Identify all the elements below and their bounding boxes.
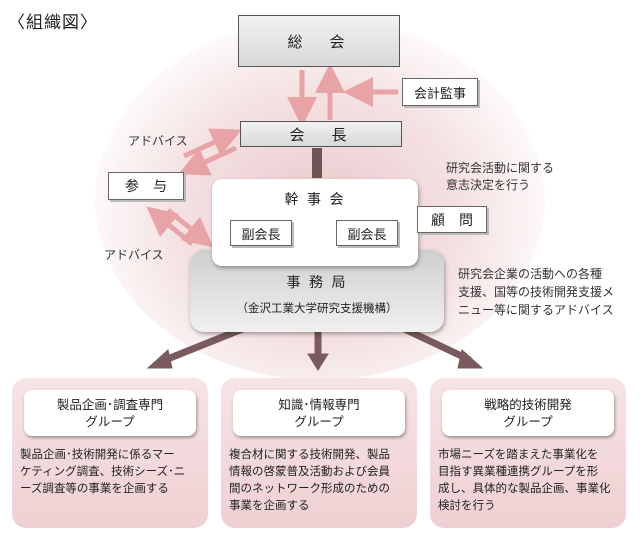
group-title-line: 戦略的技術開発 [484, 397, 572, 412]
support-note-line: 支援、国等の技術開発支援メ [458, 285, 615, 299]
group-description-line: ケティング調査、技術シーズ･ニ [20, 464, 186, 478]
chairman-box: 会 長 [240, 121, 402, 147]
support-note-line: 研究会企業の活動への各種 [458, 267, 603, 281]
executive-committee-box: 幹 事 会 副会長 副会長 [212, 179, 418, 266]
group-description-line: 間のネットワーク形成のための [229, 481, 390, 495]
group-description-line: 検討を行う [438, 498, 496, 512]
group-title-line: 製品企画･調査専門 [56, 397, 164, 412]
support-note-line: ニュー等に関するアドバイス [458, 303, 614, 317]
vice-chair-left-label: 副会長 [241, 227, 281, 243]
group-title-line: 知識･情報専門 [278, 397, 360, 412]
group-description-line: ーズ調査等の事業を企画する [20, 481, 169, 495]
group-panel-strategic-tech: 戦略的技術開発 グループ 市場ニーズを踏まえた事業化を 目指す異業種連携グループ… [430, 378, 626, 528]
group-description-line: 製品企画･技術開発に係るマー [20, 447, 175, 461]
group-description: 市場ニーズを踏まえた事業化を 目指す異業種連携グループを形 成し、具体的な製品企… [438, 446, 620, 514]
group-panel-knowledge-info: 知識･情報専門 グループ 複合材に関する技術開発、製品 情報の啓蒙普及活動および… [221, 378, 417, 528]
advisor-box: 顧 問 [417, 206, 487, 233]
group-description: 製品企画･技術開発に係るマー ケティング調査、技術シーズ･ニ ーズ調査等の事業を… [20, 446, 202, 497]
group-panel-product-planning: 製品企画･調査専門 グループ 製品企画･技術開発に係るマー ケティング調査、技術… [12, 378, 208, 528]
decision-note: 研究会活動に関する 意志決定を行う [446, 160, 554, 194]
counselor-label: 参 与 [125, 179, 167, 195]
group-title-line: グループ [85, 414, 135, 429]
secretariat-subtitle: （金沢工業大学研究支援機構） [236, 301, 398, 315]
group-title-line: グループ [503, 414, 553, 429]
arrow-counselor-to-chair [182, 128, 242, 159]
group-header: 戦略的技術開発 グループ [442, 390, 614, 436]
arrow-committee-to-counselor [146, 206, 194, 246]
group-description-line: 市場ニーズを踏まえた事業化を [438, 447, 599, 461]
chair-committee-link [312, 148, 322, 178]
group-header: 知識･情報専門 グループ [233, 390, 405, 436]
arrow-counselor-to-committee [166, 208, 214, 248]
advice-label-bottom: アドバイス [104, 248, 164, 262]
counselor-box: 参 与 [108, 172, 184, 200]
secretariat-label: 事 務 局 [286, 275, 348, 291]
group-title-line: グループ [294, 414, 344, 429]
decision-note-line: 意志決定を行う [446, 178, 531, 192]
group-header: 製品企画･調査専門 グループ [24, 390, 196, 436]
group-description-line: 目指す異業種連携グループを形 [438, 464, 599, 478]
support-note: 研究会企業の活動への各種 支援、国等の技術開発支援メ ニュー等に関するアドバイス [458, 265, 614, 319]
vice-chair-right-label: 副会長 [347, 227, 387, 243]
group-description-line: 情報の啓蒙普及活動および会員 [229, 464, 390, 478]
vice-chair-right-box: 副会長 [336, 220, 398, 246]
advice-label-top: アドバイス [128, 134, 188, 148]
general-meeting-box: 総 会 [238, 15, 400, 67]
group-description-line: 事業を企画する [229, 498, 310, 512]
general-meeting-label: 総 会 [287, 32, 351, 51]
decision-note-line: 研究会活動に関する [446, 161, 555, 175]
vice-chair-left-box: 副会長 [230, 220, 292, 246]
auditor-box: 会計監事 [402, 78, 478, 106]
group-description-line: 複合材に関する技術開発、製品 [229, 447, 390, 461]
executive-committee-label: 幹 事 会 [284, 192, 346, 208]
arrows-to-groups [146, 322, 484, 371]
group-description-line: 成し、具体的な製品企画、事業化 [438, 481, 611, 495]
auditor-label: 会計監事 [413, 86, 466, 102]
advisor-label: 顧 問 [431, 212, 473, 229]
diagram-title: 〈組織図〉 [8, 13, 98, 33]
group-description: 複合材に関する技術開発、製品 情報の啓蒙普及活動および会員 間のネットワーク形成… [229, 446, 411, 514]
chairman-label: 会 長 [289, 125, 353, 144]
